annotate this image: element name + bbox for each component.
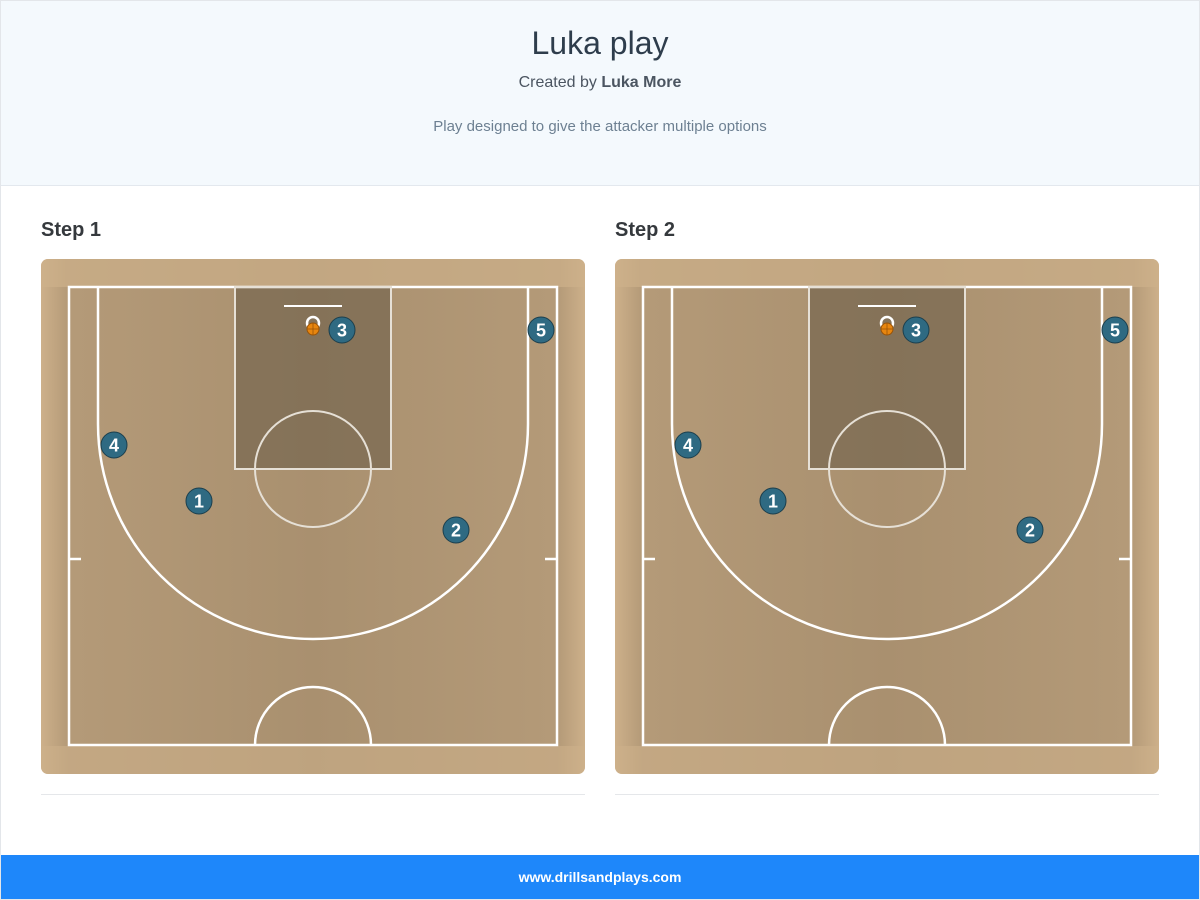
created-by: Created by Luka More: [1, 74, 1199, 92]
created-by-prefix: Created by: [518, 74, 602, 91]
site-footer: www.drillsandplays.com: [1, 855, 1199, 899]
player-marker[interactable]: 1: [185, 487, 213, 515]
svg-text:2: 2: [1025, 521, 1035, 541]
court-svg: 3 5 4 1 2: [41, 259, 585, 774]
step-divider: [41, 794, 585, 795]
player-marker[interactable]: 5: [1101, 316, 1129, 344]
play-description: Play designed to give the attacker multi…: [433, 118, 767, 135]
paint-area: [235, 287, 391, 469]
player-marker[interactable]: 2: [1016, 516, 1044, 544]
svg-text:5: 5: [1110, 321, 1120, 341]
svg-text:3: 3: [337, 321, 347, 341]
step-divider: [615, 794, 1159, 795]
player-marker[interactable]: 2: [442, 516, 470, 544]
author-name: Luka More: [601, 74, 682, 91]
step-2-panel: Step 2: [615, 219, 1159, 795]
svg-text:5: 5: [536, 321, 546, 341]
svg-text:1: 1: [194, 492, 204, 512]
center-circle: [253, 685, 373, 746]
page-title: Luka play: [531, 25, 669, 61]
basketball-icon: [880, 322, 894, 336]
paint-area: [809, 287, 965, 469]
step-title: Step 2: [615, 219, 676, 241]
svg-text:2: 2: [451, 521, 461, 541]
svg-text:4: 4: [683, 436, 693, 456]
player-marker[interactable]: 4: [100, 431, 128, 459]
svg-text:1: 1: [768, 492, 778, 512]
three-point-line: [96, 287, 530, 641]
play-header: Luka play Created by Luka More Play desi…: [1, 1, 1199, 186]
court-svg: 3 5 4 1 2: [615, 259, 1159, 774]
step-1-panel: Step 1: [41, 219, 585, 795]
player-marker[interactable]: 3: [902, 316, 930, 344]
player-marker[interactable]: 5: [527, 316, 555, 344]
player-marker[interactable]: 3: [328, 316, 356, 344]
lane-lines: [234, 286, 392, 470]
free-throw-circle: [254, 410, 372, 528]
center-circle: [827, 685, 947, 746]
footer-link[interactable]: www.drillsandplays.com: [518, 869, 682, 885]
free-throw-circle: [828, 410, 946, 528]
player-marker[interactable]: 4: [674, 431, 702, 459]
step-title: Step 1: [41, 219, 102, 241]
three-point-line: [670, 287, 1104, 641]
court-diagram: 3 5 4 1 2: [615, 259, 1159, 774]
basketball-icon: [306, 322, 320, 336]
svg-text:4: 4: [109, 436, 119, 456]
lane-lines: [808, 286, 966, 470]
svg-text:3: 3: [911, 321, 921, 341]
court-diagram: 3 5 4 1 2: [41, 259, 585, 774]
player-marker[interactable]: 1: [759, 487, 787, 515]
